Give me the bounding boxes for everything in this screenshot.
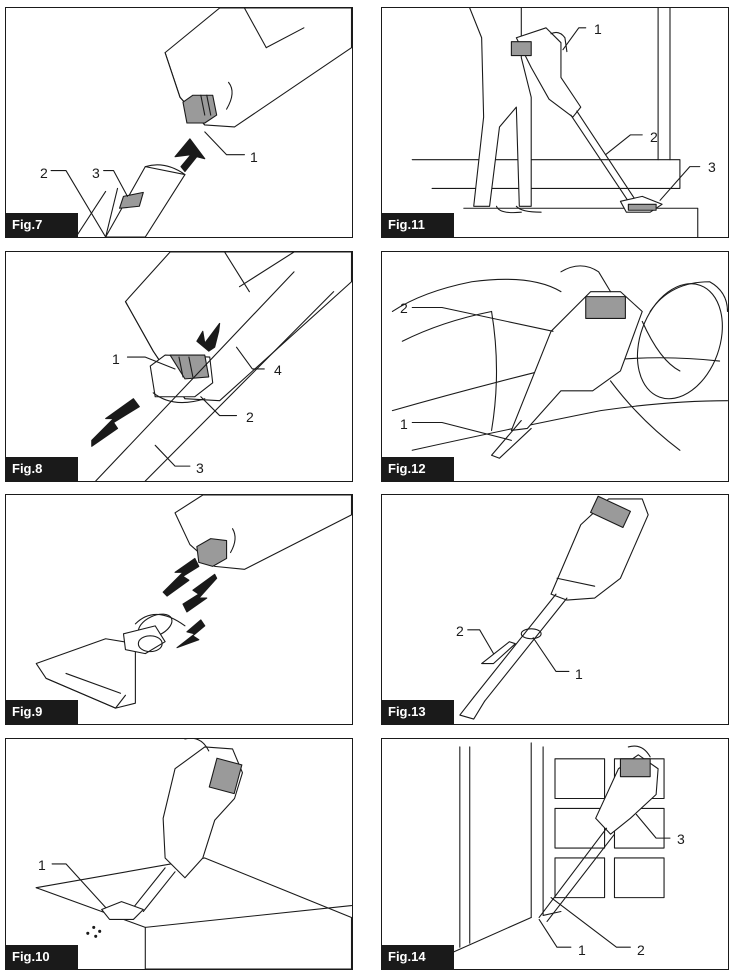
callout-leaders	[50, 131, 245, 237]
callout-2: 2	[40, 165, 48, 181]
callout-leaders	[467, 629, 570, 673]
callout-leaders	[562, 27, 701, 201]
figure-panel-fig11: 1 2 3 Fig.11	[381, 7, 729, 238]
illustration-window-corner	[441, 742, 665, 958]
figure-label: Fig.13	[382, 700, 454, 724]
callout-3: 3	[677, 831, 685, 847]
figure-label: Fig.9	[6, 700, 78, 724]
callout-2: 2	[637, 942, 645, 958]
callout-4: 4	[274, 362, 282, 378]
callout-2: 2	[650, 129, 658, 145]
callout-3: 3	[196, 460, 204, 476]
callout-1: 1	[38, 857, 46, 873]
illustration-attach-pipe	[75, 8, 352, 237]
callout-2: 2	[246, 409, 254, 425]
figure-label: Fig.11	[382, 213, 454, 237]
figure-panel-fig8: 1 2 3 4 Fig.8	[5, 251, 353, 482]
figure-label: Fig.10	[6, 945, 78, 969]
callout-leaders	[126, 346, 265, 467]
callout-leaders	[538, 813, 671, 948]
callout-2: 2	[456, 623, 464, 639]
callout-leaders	[411, 306, 554, 441]
figure-panel-fig13: 2 1 Fig.13	[381, 494, 729, 725]
illustration-crevice-nozzle-stored	[459, 495, 649, 720]
figure-panel-fig7: 1 2 3 Fig.7	[5, 7, 353, 238]
figure-label: Fig.14	[382, 945, 454, 969]
callout-1: 1	[578, 942, 586, 958]
illustration-vacuum-stairs	[411, 8, 699, 237]
illustration-car-seat-crevice	[391, 265, 728, 459]
callout-3: 3	[708, 159, 716, 175]
callout-3: 3	[92, 165, 100, 181]
figure-label: Fig.8	[6, 457, 78, 481]
callout-leaders	[51, 863, 107, 909]
figure-panel-fig9: Fig.9	[5, 494, 353, 725]
callout-1: 1	[575, 666, 583, 682]
figure-label: Fig.7	[6, 213, 78, 237]
illustration-vacuum-table	[35, 739, 352, 969]
figure-panel-fig12: 2 1 Fig.12	[381, 251, 729, 482]
callout-1: 1	[400, 416, 408, 432]
illustration-attach-nozzle	[35, 495, 352, 709]
callout-1: 1	[112, 351, 120, 367]
callout-1: 1	[250, 149, 258, 165]
figure-label: Fig.12	[382, 457, 454, 481]
figure-panel-fig14: 1 2 3 Fig.14	[381, 738, 729, 970]
callout-2: 2	[400, 300, 408, 316]
callout-1: 1	[594, 21, 602, 37]
figure-panel-fig10: 1 Fig.10	[5, 738, 353, 970]
